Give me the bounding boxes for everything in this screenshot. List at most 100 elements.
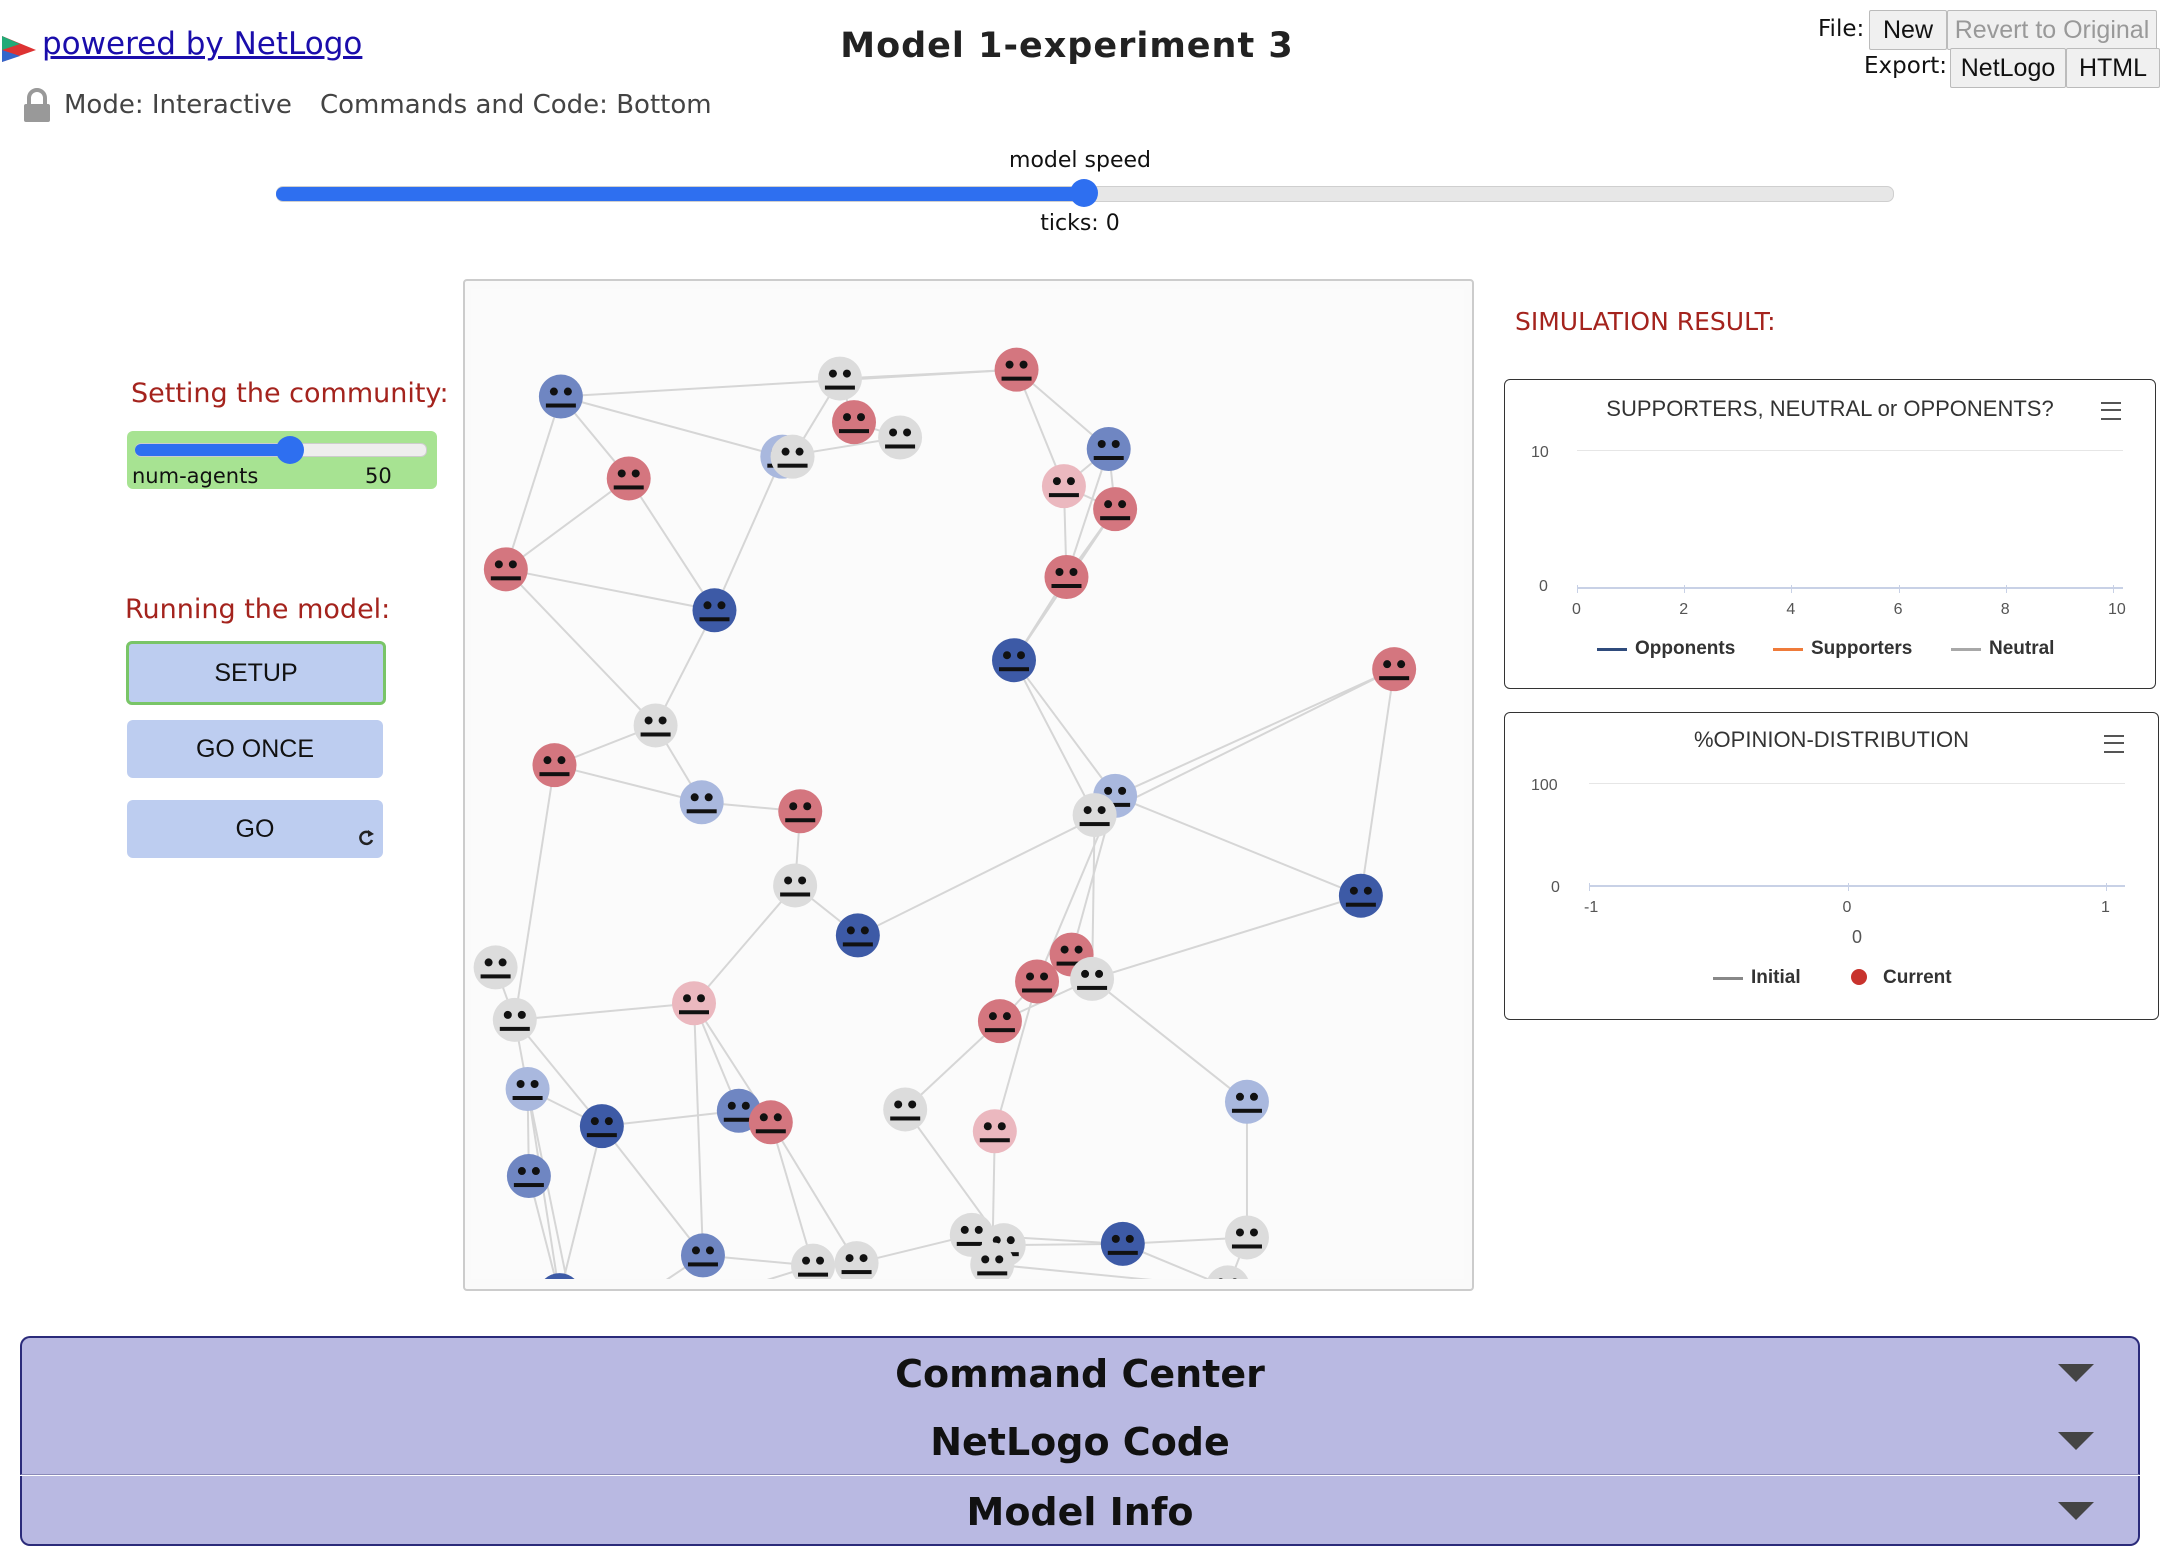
model-speed-label: model speed <box>1009 148 1151 173</box>
network-link <box>505 568 715 612</box>
supporters-plot[interactable]: SUPPORTERS, NEUTRAL or OPPONENTS? 10 0 0… <box>1504 379 2156 689</box>
num-agents-value: 50 <box>365 464 392 488</box>
netlogo-logo-icon[interactable] <box>0 32 40 66</box>
plot1-legend-symbol <box>1597 648 1627 651</box>
agent-face-icon <box>748 1100 793 1145</box>
plot1-legend-symbol <box>1951 648 1981 651</box>
ticks-label: ticks: 0 <box>1040 211 1120 236</box>
world-view[interactable] <box>463 279 1474 1291</box>
plot2-x-axis <box>1589 885 2125 887</box>
agent-face-icon <box>778 789 823 834</box>
plot1-x-axis <box>1577 587 2123 589</box>
model-speed-knob[interactable] <box>1070 179 1098 207</box>
network-link <box>505 568 657 727</box>
agent-face-icon <box>1070 956 1115 1001</box>
plot1-x-tick-label: 10 <box>2108 601 2126 618</box>
network-link <box>1013 659 1116 797</box>
model-info-chevron-down-icon[interactable] <box>2058 1502 2094 1520</box>
model-info-drawer[interactable]: Model Info <box>20 1476 2140 1546</box>
plot1-x-tick-mark <box>1898 585 1900 593</box>
agent-face-icon <box>970 1242 1015 1279</box>
commands-code-label[interactable]: Commands and Code: Bottom <box>320 90 712 120</box>
plot1-gridline <box>1577 450 2123 451</box>
network-link <box>1091 894 1362 980</box>
community-section-label: Setting the community: <box>131 378 449 409</box>
network-link <box>769 1121 858 1264</box>
agent-face-icon <box>883 1087 928 1132</box>
num-agents-name: num-agents <box>132 464 259 488</box>
agent-face-icon <box>473 945 518 990</box>
command-center-label: Command Center <box>895 1352 1265 1396</box>
network-link <box>769 1121 814 1266</box>
network-link <box>992 1263 1153 1279</box>
agent-face-icon <box>692 588 737 633</box>
agent-face-icon <box>1207 1265 1249 1279</box>
num-agents-fill <box>135 444 290 456</box>
plot1-title: SUPPORTERS, NEUTRAL or OPPONENTS? <box>1606 396 2054 421</box>
network-link <box>1359 669 1396 896</box>
agent-face-icon <box>538 374 583 419</box>
plot1-menu-icon[interactable] <box>2101 402 2121 420</box>
agent-face-icon <box>532 743 577 788</box>
agent-face-icon <box>770 434 815 479</box>
plot2-x-tick-label: 1 <box>2101 899 2110 916</box>
network-link <box>504 396 562 570</box>
network-link <box>1114 668 1395 797</box>
lock-icon[interactable] <box>22 88 52 124</box>
network-link <box>514 1002 695 1021</box>
go-once-button[interactable]: GO ONCE <box>127 720 383 778</box>
network-link <box>560 368 1017 398</box>
agent-face-icon <box>994 347 1039 392</box>
go-button[interactable]: GO <box>127 800 383 858</box>
plot1-legend-symbol <box>1773 648 1803 651</box>
network-link <box>526 1088 568 1279</box>
num-agents-knob[interactable] <box>276 436 304 464</box>
export-html-button[interactable]: HTML <box>2066 48 2160 88</box>
command-center-drawer[interactable]: Command Center <box>20 1336 2140 1407</box>
network-link <box>713 456 784 611</box>
plot1-legend-label[interactable]: Neutral <box>1989 638 2055 659</box>
plot1-x-tick-mark <box>2113 585 2114 593</box>
plot1-x-tick-label: 6 <box>1893 601 1903 618</box>
network-link <box>627 477 716 611</box>
agent-face-icon <box>1372 647 1417 692</box>
agent-face-icon <box>1224 1215 1269 1260</box>
plot2-legend-symbol <box>1713 977 1743 980</box>
running-section-label: Running the model: <box>125 594 391 625</box>
revert-button[interactable]: Revert to Original <box>1947 10 2157 50</box>
network-link <box>514 1019 603 1127</box>
network-link <box>766 1264 814 1279</box>
agent-face-icon <box>1086 427 1131 471</box>
agent-face-icon <box>505 1067 550 1111</box>
new-button[interactable]: New <box>1869 10 1947 50</box>
export-netlogo-button[interactable]: NetLogo <box>1950 48 2066 88</box>
plot2-legend-label[interactable]: Initial <box>1751 967 1801 988</box>
num-agents-slider[interactable]: num-agents 50 <box>127 431 437 489</box>
plot1-x-tick-label: 0 <box>1572 601 1581 618</box>
agent-face-icon <box>992 638 1036 683</box>
agent-face-icon <box>791 1243 836 1279</box>
export-label: Export: <box>1864 53 1948 79</box>
plot1-legend-label[interactable]: Opponents <box>1635 638 1736 659</box>
plot2-x-tick-mark <box>1589 883 1590 891</box>
plot2-menu-icon[interactable] <box>2104 735 2124 753</box>
plot2-x-tick-mark <box>1847 883 1849 891</box>
file-label: File: <box>1818 16 1865 42</box>
network-link <box>601 1125 704 1257</box>
forever-icon <box>356 828 376 848</box>
model-speed-fill <box>276 187 1084 201</box>
powered-by-netlogo-link[interactable]: powered by NetLogo <box>42 26 363 62</box>
setup-button[interactable]: SETUP <box>126 641 386 705</box>
netlogo-code-drawer[interactable]: NetLogo Code <box>20 1406 2140 1475</box>
plot1-x-tick-label: 8 <box>2000 601 2010 618</box>
plot2-legend-label[interactable]: Current <box>1883 967 1952 988</box>
agent-face-icon <box>1044 555 1089 599</box>
agent-face-icon <box>878 415 923 460</box>
command-center-chevron-down-icon[interactable] <box>2058 1364 2094 1382</box>
model-title: Model 1-experiment 3 <box>840 26 1294 66</box>
agent-face-icon <box>1338 873 1383 918</box>
world-canvas <box>471 289 1464 1279</box>
netlogo-code-chevron-down-icon[interactable] <box>2058 1432 2094 1450</box>
plot1-legend-label[interactable]: Supporters <box>1811 638 1913 659</box>
